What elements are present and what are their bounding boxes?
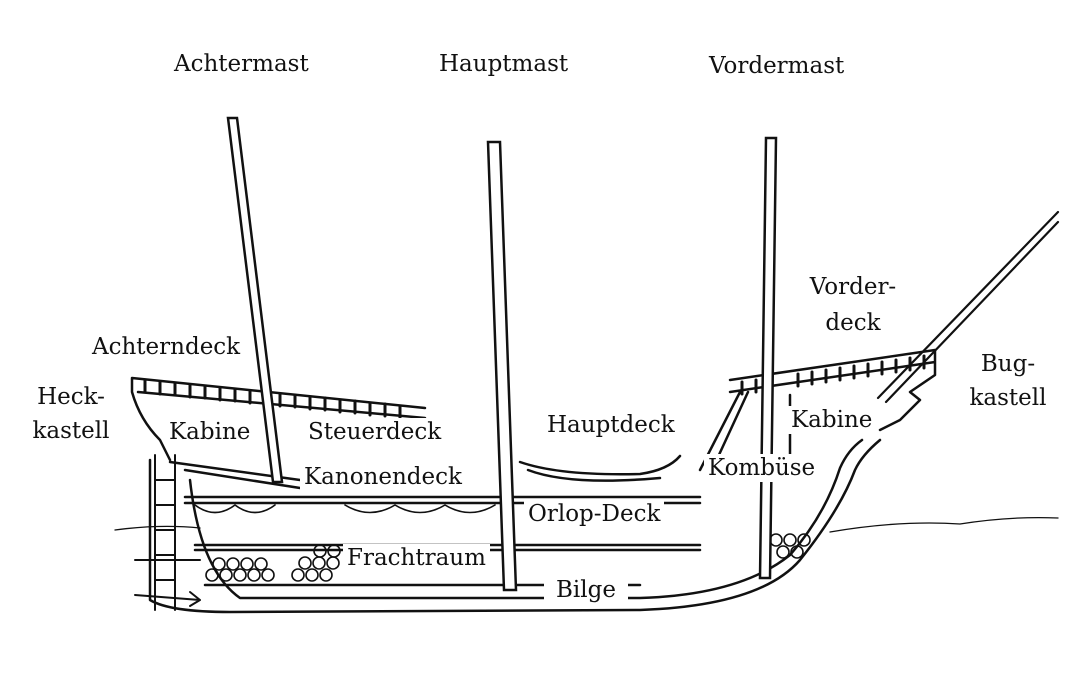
mast-aft <box>226 116 284 484</box>
label-steuerdeck: Steuerdeck <box>304 418 446 446</box>
water-line <box>114 516 1059 533</box>
label-kombuese: Kombüse <box>704 454 820 482</box>
label-vorderdeck-line2: deck <box>825 310 881 336</box>
label-orlop-deck: Orlop-Deck <box>524 500 665 528</box>
label-bugkastell: Bug- kastell <box>958 350 1058 412</box>
label-hauptdeck: Hauptdeck <box>547 412 675 438</box>
label-bugkastell-line2: kastell <box>969 385 1047 411</box>
label-kabine-fore: Kabine <box>787 406 877 434</box>
drapes <box>194 504 496 514</box>
label-heckkastell-line2: kastell <box>32 418 110 444</box>
label-kabine-aft: Kabine <box>165 418 255 446</box>
label-frachtraum: Frachtraum <box>343 544 490 572</box>
label-vorderdeck-line1: Vorder- <box>809 274 897 300</box>
label-bilge: Bilge <box>544 574 628 606</box>
bowsprit <box>876 210 1060 404</box>
fore-castle-struts <box>698 390 792 472</box>
label-vordermast: Vordermast <box>709 53 845 79</box>
rudder-arrows <box>134 559 201 607</box>
label-bugkastell-line1: Bug- <box>980 351 1036 377</box>
label-vorderdeck: Vorder- deck <box>800 273 906 337</box>
label-heckkastell: Heck- kastell <box>24 383 118 445</box>
ship-boat <box>518 454 682 482</box>
label-hauptmast: Hauptmast <box>439 51 569 77</box>
mast-main <box>486 140 518 592</box>
stern-ladder <box>154 454 176 611</box>
label-kanonendeck: Kanonendeck <box>300 463 466 491</box>
label-achterndeck: Achterndeck <box>92 334 241 360</box>
hull-outer <box>148 438 882 614</box>
label-heckkastell-line1: Heck- <box>37 384 105 410</box>
label-achtermast: Achtermast <box>174 51 309 77</box>
mast-fore <box>758 136 778 580</box>
